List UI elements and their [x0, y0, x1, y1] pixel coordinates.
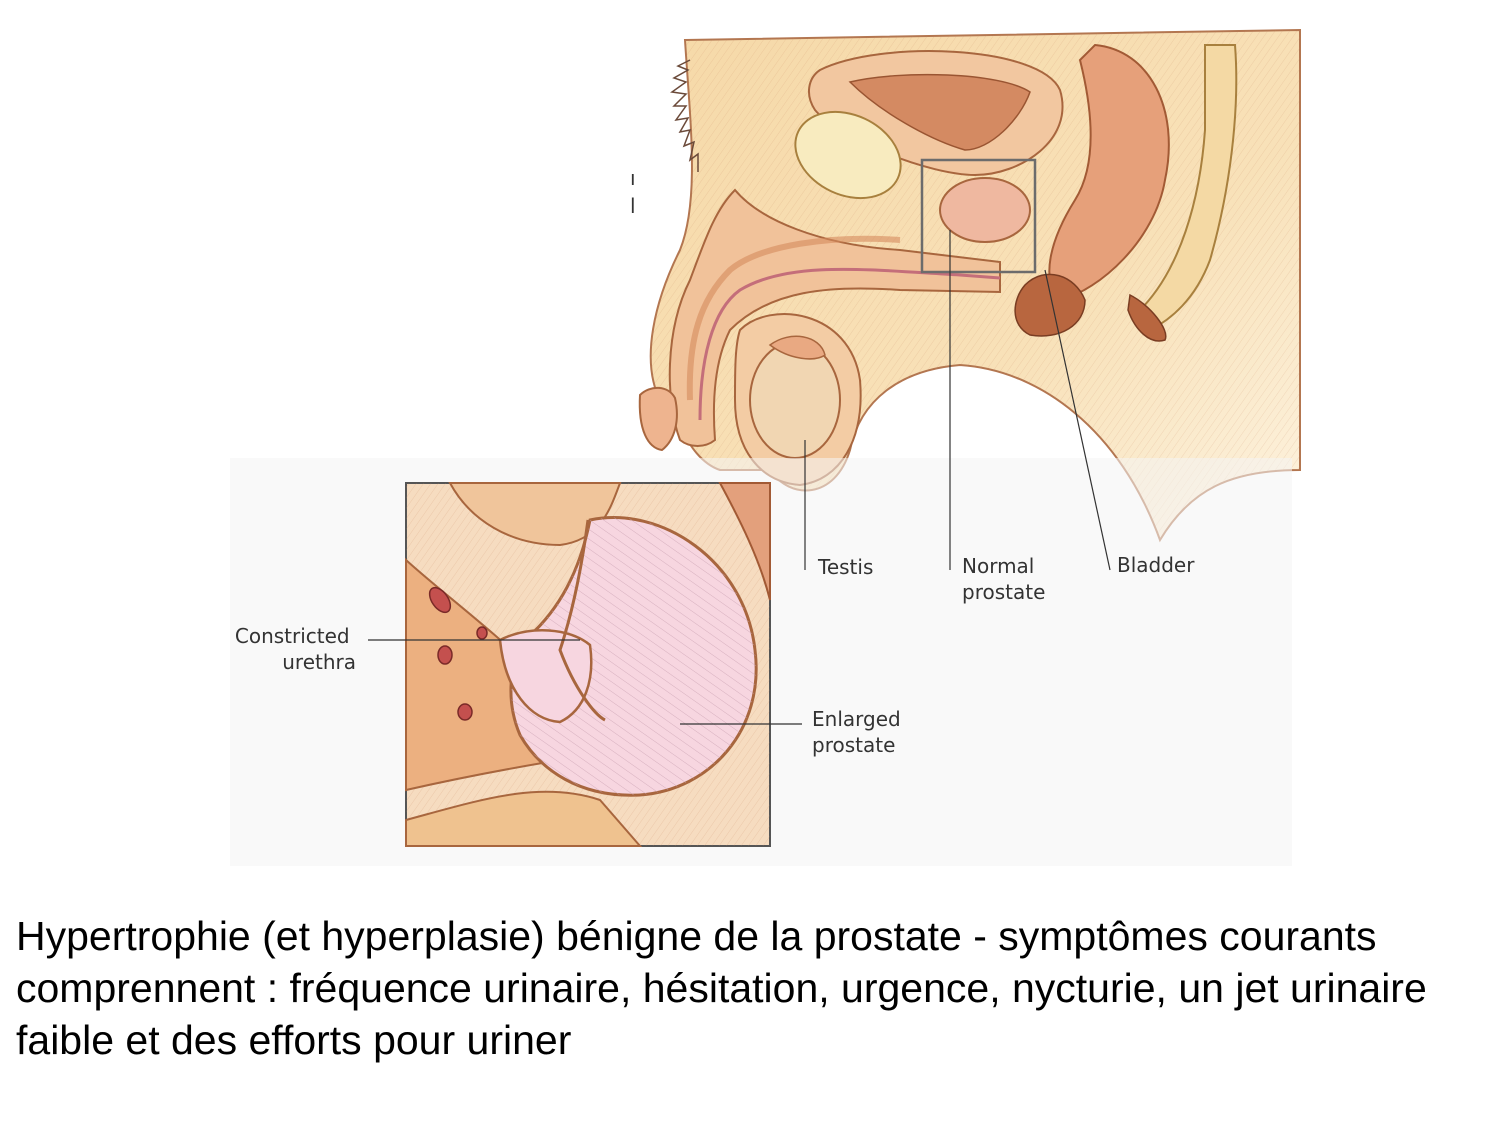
inset-vessel-1	[428, 586, 452, 614]
label-constricted-urethra: Constricted urethra	[235, 624, 356, 674]
anatomy-figure: ı l Testis Normal prostate B	[230, 28, 1301, 866]
pubic-hair	[670, 59, 699, 172]
prostate-fibres	[510, 517, 757, 796]
label-normal-prostate: Normal prostate	[962, 554, 1045, 604]
seminal-vesicle	[1014, 273, 1086, 337]
urethra-line	[698, 267, 1001, 421]
inset-vessel-4	[476, 626, 488, 640]
pubic-bone	[794, 110, 902, 200]
caption: Hypertrophie (et hyperplasie) bénigne de…	[16, 913, 1427, 1064]
label-bladder: Bladder	[1117, 553, 1195, 577]
inset-lower-wall	[405, 790, 643, 847]
corpus-cavernosum	[686, 235, 901, 401]
label-enlarged-prostate: Enlarged prostate	[812, 707, 907, 757]
epididymis	[768, 335, 826, 360]
testis	[749, 341, 841, 459]
leader-bladder	[1044, 269, 1111, 571]
inset-rectum-wall	[718, 482, 771, 601]
inset-bladder-wall	[448, 482, 622, 547]
sagittal-section: ı l	[630, 28, 1301, 543]
cropped-glyph-2: l	[630, 194, 636, 218]
anal-canal	[1127, 293, 1167, 342]
zoom-box	[920, 158, 1037, 274]
inset-vessel-3	[457, 703, 473, 721]
normal-prostate	[939, 177, 1031, 243]
bladder-lining	[848, 73, 1031, 151]
inset-panel	[230, 458, 1292, 866]
constricted-urethra	[558, 519, 606, 722]
sacrum	[1138, 44, 1238, 332]
cropped-glyph-1: ı	[630, 166, 636, 190]
inset-vessel-2	[437, 645, 453, 665]
label-testis: Testis	[817, 555, 873, 579]
leader-lines	[368, 230, 1111, 725]
glans	[638, 386, 678, 452]
